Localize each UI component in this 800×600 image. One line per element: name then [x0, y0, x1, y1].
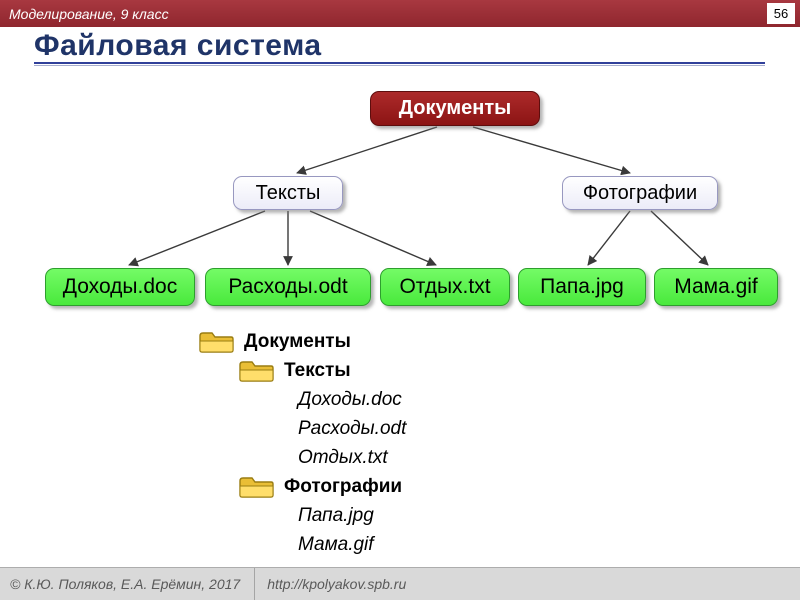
listing-folder-label: Тексты: [284, 359, 351, 381]
listing-folder-label: Фотографии: [284, 475, 403, 497]
footer-divider: [254, 567, 256, 600]
listing-row: Отдых.txt: [198, 443, 406, 472]
folder-icon: [238, 358, 274, 383]
tree-node-root: Документы: [370, 91, 540, 126]
slide-title: Файловая система: [34, 29, 322, 62]
copyright-text: © К.Ю. Поляков, Е.А. Ерёмин, 2017: [10, 576, 241, 592]
header-bar: Моделирование, 9 класс: [0, 0, 800, 27]
tree-node-file: Папа.jpg: [518, 268, 646, 306]
footer-bar: © К.Ю. Поляков, Е.А. Ерёмин, 2017 http:/…: [0, 567, 800, 600]
listing-row: Доходы.doc: [198, 385, 406, 414]
folder-icon: [198, 329, 234, 354]
listing-file-label: Мама.gif: [298, 533, 374, 555]
tree-node-file: Расходы.odt: [205, 268, 371, 306]
listing-file-label: Расходы.odt: [298, 417, 407, 439]
listing-row: Мама.gif: [198, 530, 406, 559]
footer-url-link[interactable]: http://kpolyakov.spb.ru: [267, 576, 407, 592]
listing-file-label: Отдых.txt: [298, 446, 388, 468]
listing-file-label: Доходы.doc: [298, 388, 402, 410]
listing-folder-label: Документы: [244, 330, 351, 352]
tree-node-folder-texts: Тексты: [233, 176, 343, 210]
tree-node-file: Доходы.doc: [45, 268, 195, 306]
file-listing: Документы Тексты Доходы.doc Расходы.odt …: [198, 327, 406, 559]
tree-node-file: Отдых.txt: [380, 268, 510, 306]
title-underline: [34, 62, 765, 66]
tree-node-folder-photos: Фотографии: [562, 176, 718, 210]
listing-row: Документы: [198, 327, 406, 356]
listing-row: Расходы.odt: [198, 414, 406, 443]
course-title: Моделирование, 9 класс: [9, 5, 169, 22]
listing-row: Фотографии: [198, 472, 406, 501]
listing-row: Папа.jpg: [198, 501, 406, 530]
page-number: 56: [767, 3, 795, 24]
listing-file-label: Папа.jpg: [298, 504, 374, 526]
tree-node-file: Мама.gif: [654, 268, 778, 306]
folder-icon: [238, 474, 274, 499]
listing-row: Тексты: [198, 356, 406, 385]
